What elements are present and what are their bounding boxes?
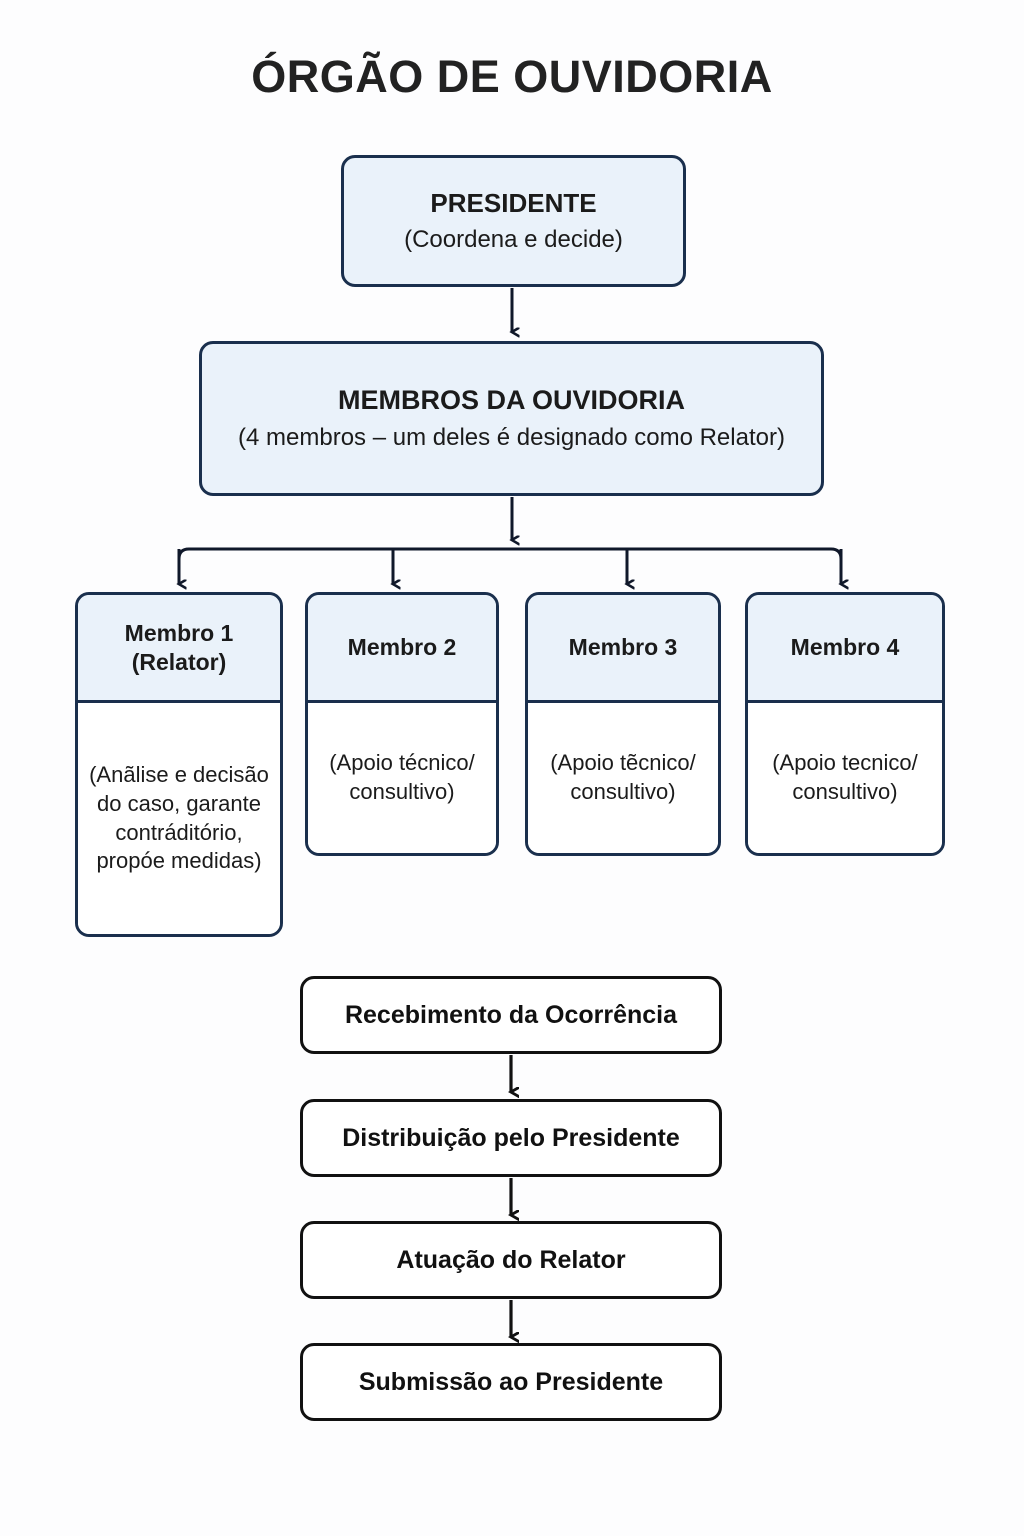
node-presidente-subtitle: (Coordena e decide) (404, 225, 623, 253)
member-card-2-body: (Apoio técnico/ consultivo) (308, 703, 496, 853)
member-card-3-body: (Apoio tẽcnico/ consultivo) (528, 703, 718, 853)
node-membros-title: MEMBROS DA OUVIDORIA (337, 385, 685, 416)
member-card-3[interactable]: Membro 3 (Apoio tẽcnico/ consultivo) (525, 592, 721, 856)
member-card-1-body: (Anãlise e decisão do caso, garante cont… (78, 703, 280, 934)
member-card-3-header: Membro 3 (528, 595, 718, 703)
node-presidente-title: PRESIDENTE (430, 188, 597, 218)
page-title: ÓRGÃO DE OUVIDORIA (251, 51, 773, 102)
flow-step-atuacao-do-relator[interactable]: Atuação do Relator (300, 1221, 722, 1299)
member-card-1-header: Membro 1 (Relator) (78, 595, 280, 703)
member-card-2[interactable]: Membro 2 (Apoio técnico/ consultivo) (305, 592, 499, 856)
node-membros-subtitle: (4 membros – um deles é designado como R… (238, 424, 785, 452)
member-card-4[interactable]: Membro 4 (Apoio tecnico/ consultivo) (745, 592, 945, 856)
member-card-4-body: (Apoio tecnico/ consultivo) (748, 703, 942, 853)
node-presidente[interactable]: PRESIDENTE (Coordena e decide) (341, 155, 686, 287)
flow-step-distribuicao-pelo-presidente[interactable]: Distribuição pelo Presidente (300, 1099, 722, 1177)
node-membros-da-ouvidoria[interactable]: MEMBROS DA OUVIDORIA (4 membros – um del… (199, 341, 824, 496)
member-card-1[interactable]: Membro 1 (Relator) (Anãlise e decisão do… (75, 592, 283, 937)
flow-step-recebimento-da-ocorrencia[interactable]: Recebimento da Ocorrência (300, 976, 722, 1054)
member-card-4-header: Membro 4 (748, 595, 942, 703)
connector-distribution-bus (177, 547, 843, 581)
flow-step-submissao-ao-presidente[interactable]: Submissão ao Presidente (300, 1343, 722, 1421)
member-card-2-header: Membro 2 (308, 595, 496, 703)
